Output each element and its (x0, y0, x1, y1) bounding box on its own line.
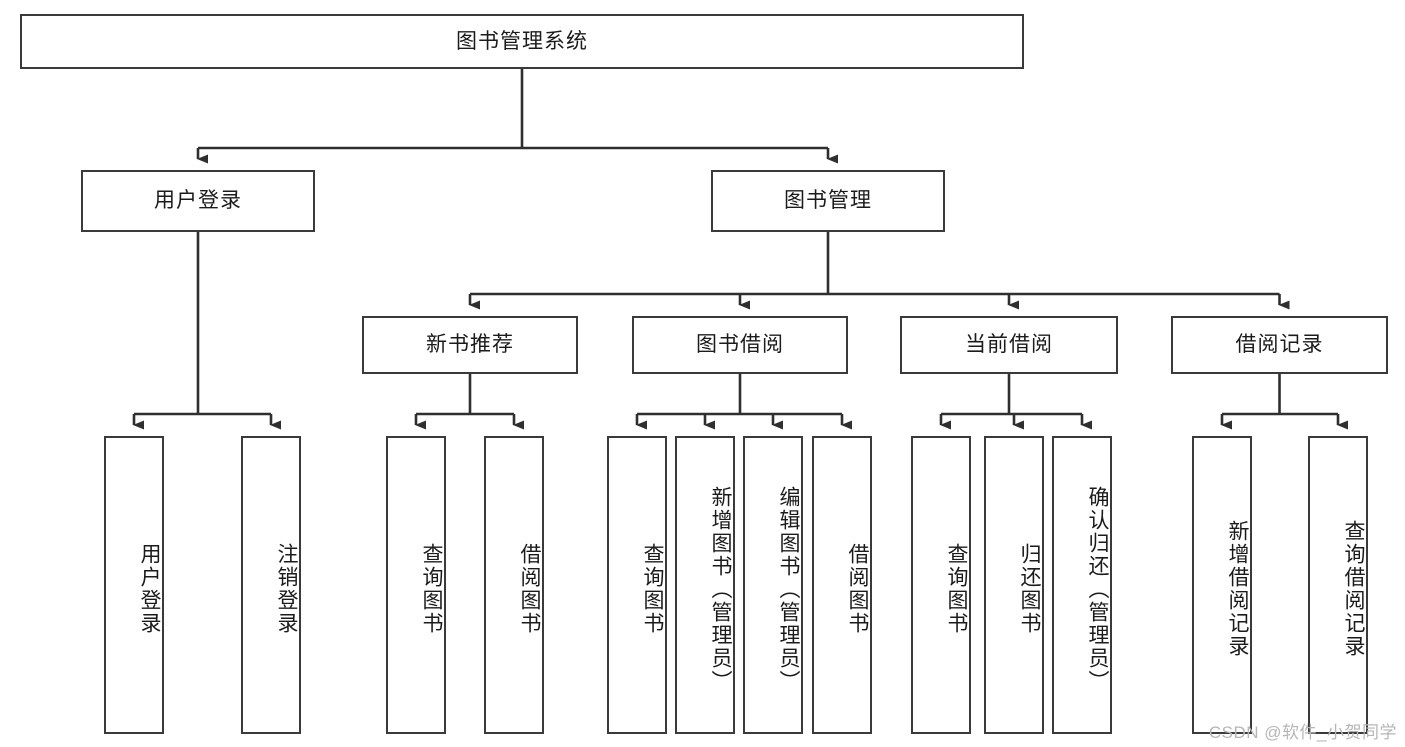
node-label: 用户登录 (138, 543, 161, 635)
node-leaf-user-logout[interactable]: 注销登录 (241, 436, 301, 734)
node-leaf-add-book[interactable]: 新增图书（管理员） (675, 436, 735, 734)
node-leaf-edit-book[interactable]: 编辑图书（管理员） (743, 436, 803, 734)
node-leaf-add-record[interactable]: 新增借阅记录 (1192, 436, 1252, 734)
node-label: 用户登录 (154, 189, 242, 213)
node-label: 新书推荐 (426, 333, 514, 357)
node-borrow-record[interactable]: 借阅记录 (1171, 316, 1388, 374)
node-book-borrow[interactable]: 图书借阅 (632, 316, 848, 374)
node-label: 图书借阅 (696, 333, 784, 357)
node-book-manage[interactable]: 图书管理 (711, 170, 945, 232)
watermark-label: CSDN @软件_小贺同学 (1208, 723, 1397, 742)
node-new-book-recommend[interactable]: 新书推荐 (362, 316, 578, 374)
node-leaf-borrow-book-rec[interactable]: 借阅图书 (484, 436, 544, 734)
node-label: 查询图书 (641, 543, 664, 635)
node-label: 注销登录 (275, 543, 298, 635)
node-label: 归还图书 (1018, 543, 1041, 635)
node-label: 图书管理系统 (456, 29, 588, 53)
node-label: 查询图书 (945, 543, 968, 635)
node-label: 借阅记录 (1235, 333, 1324, 357)
node-label: 确认归还（管理员） (1086, 485, 1109, 693)
node-leaf-confirm-return[interactable]: 确认归还（管理员） (1052, 436, 1112, 734)
node-user-login[interactable]: 用户登录 (81, 170, 315, 232)
node-label: 编辑图书（管理员） (777, 485, 800, 693)
node-root[interactable]: 图书管理系统 (20, 14, 1024, 69)
node-label: 新增图书（管理员） (709, 485, 732, 693)
node-label: 当前借阅 (965, 333, 1053, 357)
node-leaf-query-book-current[interactable]: 查询图书 (911, 436, 971, 734)
node-leaf-return-book[interactable]: 归还图书 (984, 436, 1044, 734)
node-label: 借阅图书 (846, 543, 869, 635)
node-label: 查询借阅记录 (1342, 520, 1365, 658)
node-label: 新增借阅记录 (1226, 520, 1249, 658)
node-label: 图书管理 (784, 189, 872, 213)
node-leaf-borrow-book[interactable]: 借阅图书 (812, 436, 872, 734)
node-leaf-user-login[interactable]: 用户登录 (104, 436, 164, 734)
node-leaf-query-book-borrow[interactable]: 查询图书 (607, 436, 667, 734)
node-label: 借阅图书 (518, 543, 541, 635)
node-current-borrow[interactable]: 当前借阅 (900, 316, 1118, 374)
node-label: 查询图书 (420, 543, 443, 635)
node-leaf-query-book-rec[interactable]: 查询图书 (386, 436, 446, 734)
node-leaf-query-record[interactable]: 查询借阅记录 (1308, 436, 1368, 734)
